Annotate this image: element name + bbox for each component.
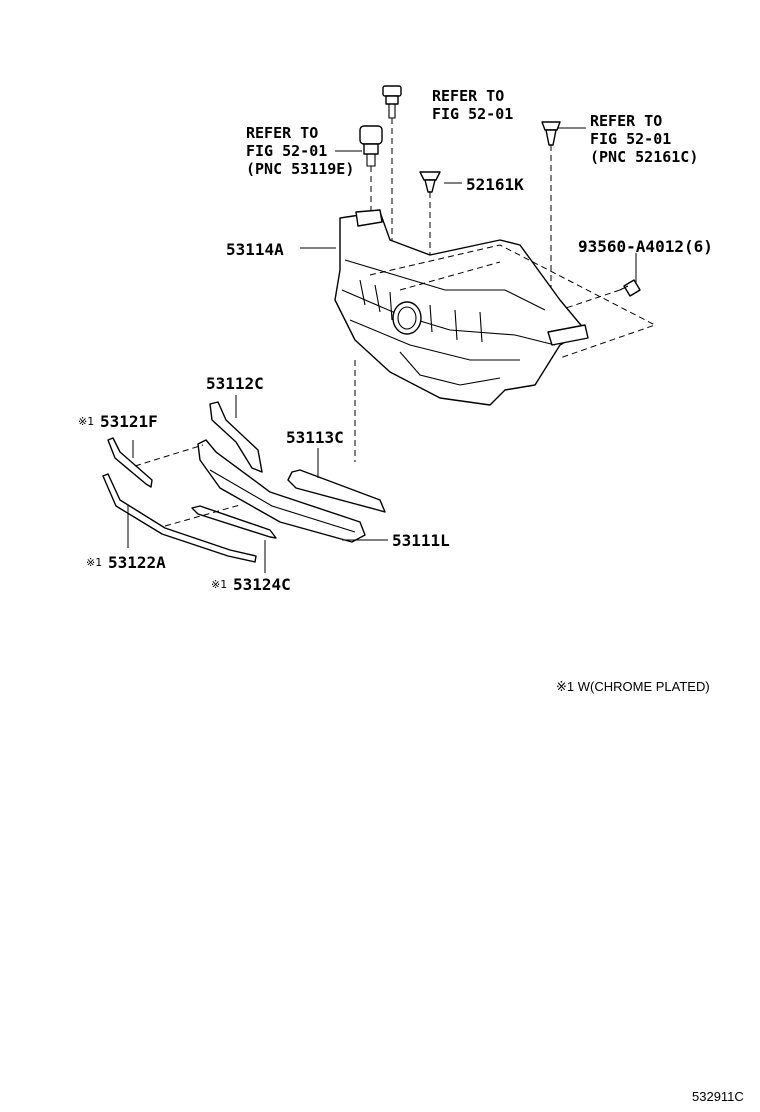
clip-icon: [419, 171, 441, 193]
grille-body: [334, 209, 589, 406]
moulding-mid: [191, 505, 277, 539]
grille-sub-assy: [197, 439, 366, 543]
part-number-53114a: 53114A: [226, 240, 284, 259]
part-number-53111l: 53111L: [392, 531, 450, 550]
refer-label-2: REFER TO FIG 52-01 (PNC 53119E): [246, 124, 354, 178]
part-number-53112c: 53112C: [206, 374, 264, 393]
chrome-mark: ※1: [86, 556, 102, 569]
part-number-53121f: 53121F: [100, 412, 158, 431]
chrome-mark: ※1: [78, 415, 94, 428]
refer-label-3: REFER TO FIG 52-01 (PNC 52161C): [590, 112, 698, 166]
clip-icon: [541, 121, 561, 146]
part-number-52161k: 52161K: [466, 175, 524, 194]
chrome-mark: ※1: [211, 578, 227, 591]
screw-icon: [619, 279, 641, 297]
inner-grille-right: [287, 469, 386, 513]
inner-grille-left: [209, 401, 263, 473]
refer-label-1: REFER TO FIG 52-01: [432, 87, 513, 123]
moulding-lower: [102, 473, 257, 563]
chrome-plated-note: ※1 W(CHROME PLATED): [556, 679, 710, 694]
bolt-icon: [359, 125, 383, 167]
part-number-53124c: 53124C: [233, 575, 291, 594]
part-number-93560: 93560-A4012(6): [578, 237, 713, 256]
part-number-53113c: 53113C: [286, 428, 344, 447]
moulding-upper: [107, 437, 153, 488]
part-number-53122a: 53122A: [108, 553, 166, 572]
figure-id: 532911C: [692, 1089, 744, 1104]
bolt-icon: [382, 85, 402, 119]
